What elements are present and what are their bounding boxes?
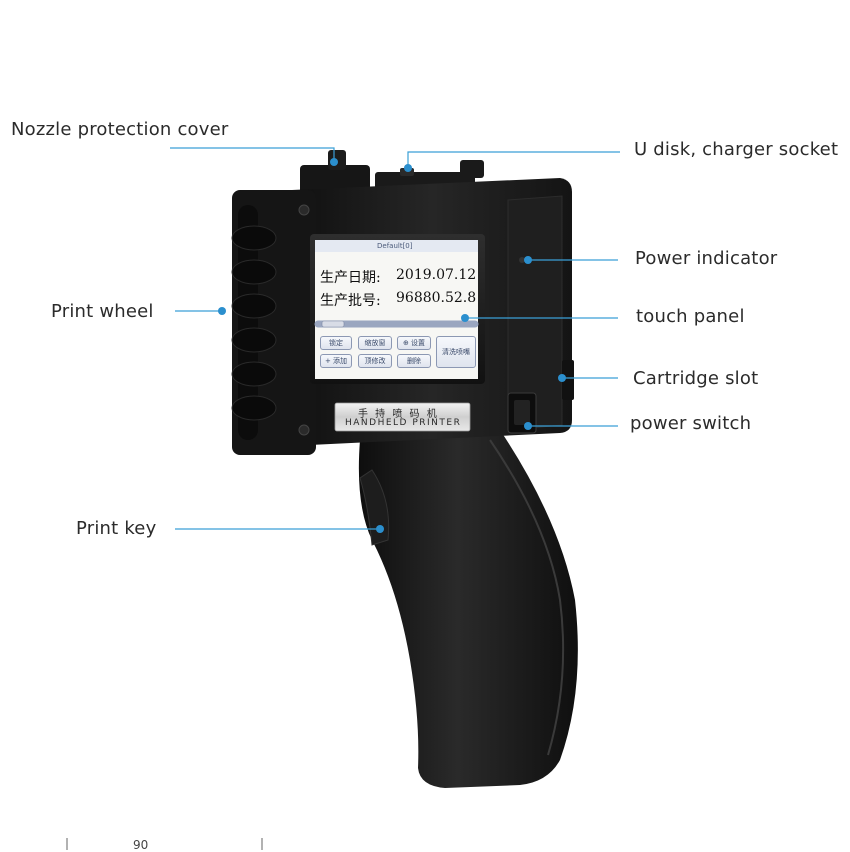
callout-dot (376, 525, 384, 533)
handle (358, 430, 578, 788)
print-wheel (231, 205, 277, 440)
screen-titlebar (315, 240, 478, 252)
callout-dot (558, 374, 566, 382)
callout-line-usocket (407, 151, 620, 166)
callout-dot (330, 158, 338, 166)
nameplate-english: HANDHELD PRINTER (345, 418, 462, 428)
label-print-wheel: Print wheel (51, 301, 154, 322)
label-touch-panel: touch panel (636, 306, 745, 327)
callout-lines (170, 147, 620, 530)
nameplate (334, 402, 471, 432)
screen-line1-label: 生产日期: (320, 270, 381, 286)
power-switch-rocker (514, 400, 530, 425)
label-cartridge-slot: Cartridge slot (633, 368, 759, 389)
screw (298, 204, 310, 216)
side-panel (507, 195, 563, 431)
callout-dots (218, 158, 566, 533)
screen-line2-value: 96880.52.8 (396, 290, 477, 306)
cartridge-slot (562, 360, 574, 400)
callout-dot (524, 422, 532, 430)
screen-button-settings[interactable]: ⊕ 设置 (397, 336, 431, 350)
callout-dot (218, 307, 226, 315)
screw (298, 424, 310, 436)
screen-button-zoom[interactable]: 缩放窗 (358, 336, 392, 350)
callout-dot (404, 164, 412, 172)
label-power-indicator: Power indicator (635, 248, 778, 269)
screen-button-lock[interactable]: 锁定 (320, 336, 352, 350)
screen-line1-value: 2019.07.12 (396, 267, 477, 283)
screen-button-clean-nozzle[interactable]: 清洗喷嘴 (436, 336, 476, 368)
power-indicator-led (519, 257, 525, 263)
callout-dot (524, 256, 532, 264)
screen-button-add[interactable]: + 添加 (320, 354, 352, 368)
dimension-value: 90 (133, 838, 149, 852)
label-nozzle-protection-cover: Nozzle protection cover (11, 119, 229, 140)
screen-line2-label: 生产批号: (320, 293, 381, 309)
label-print-key: Print key (76, 518, 157, 539)
callout-line-nozzle (170, 147, 335, 160)
screen-button-edit[interactable]: 顶修改 (358, 354, 392, 368)
label-u-disk-charger-socket: U disk, charger socket (634, 139, 839, 160)
screen-button-delete[interactable]: 删除 (397, 354, 431, 368)
screen-title: Default[0] (377, 242, 413, 250)
nameplate-chinese: 手 持 喷 码 机 (358, 409, 439, 420)
label-power-switch: power switch (630, 413, 752, 434)
screen-scrollbar-thumb (321, 320, 345, 328)
top-socket-knob (460, 160, 484, 178)
callout-dot (461, 314, 469, 322)
handle-edge-highlight (489, 439, 565, 756)
